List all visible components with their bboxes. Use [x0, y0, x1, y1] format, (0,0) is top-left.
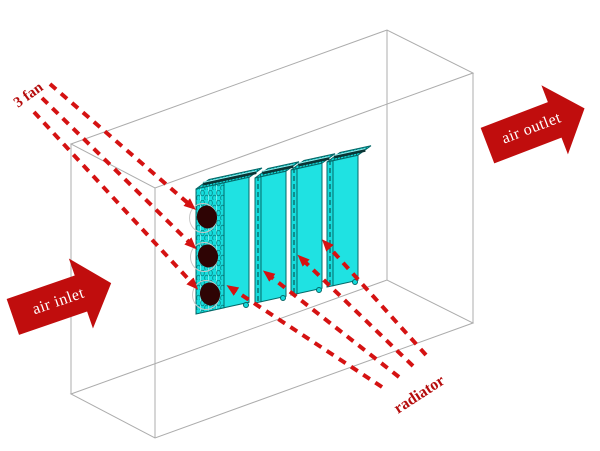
pointer-arrows [32, 82, 428, 389]
air-inlet-arrow: air inlet [6, 258, 112, 335]
slab-groove-highlight [298, 156, 330, 164]
slab-front-face [223, 176, 250, 309]
fan-1 [196, 205, 218, 229]
block-arrow-right-icon [480, 85, 585, 164]
box-bottom-face [69, 279, 475, 439]
slab-groove-highlight [334, 148, 366, 156]
air-outlet-arrow: air outlet [480, 85, 585, 164]
radiator-stack [189, 145, 372, 315]
slab-foot [352, 279, 358, 285]
radiator-label: radiator [391, 372, 448, 417]
slab-front-face [260, 170, 287, 303]
radiator-arrow-4 [321, 239, 428, 357]
box-top-face [69, 29, 475, 189]
slab-fin-edge [254, 176, 262, 304]
block-arrow-right-icon [6, 258, 112, 335]
fan-arrow-3 [32, 110, 199, 290]
slab-top-groove [261, 164, 294, 175]
slab-top-groove [297, 156, 330, 167]
slab-foot [243, 302, 249, 308]
radiator-arrow-3 [297, 254, 415, 368]
slab-groove-highlight [203, 170, 257, 183]
slab-groove-highlight [262, 164, 294, 172]
slab-foot [280, 295, 286, 301]
slab-fin-edge [290, 168, 298, 296]
fan-3 [199, 282, 221, 306]
radiator-arrow-2 [262, 270, 401, 379]
fan-arrow-2 [40, 96, 197, 250]
slab-top-groove [202, 170, 257, 186]
radiator-slab [254, 161, 300, 304]
slab-foot [316, 287, 322, 293]
fans [196, 205, 221, 306]
radiator-arrow-1 [226, 285, 384, 389]
slab-top-groove [333, 148, 366, 159]
slab-fin-edge [326, 160, 334, 288]
fan-arrow-1 [48, 82, 196, 210]
radiator-slab [326, 145, 372, 288]
radiator-slab-with-fans [189, 167, 263, 315]
enclosure-wireframe-box [69, 29, 475, 439]
slab-front-face [332, 154, 359, 287]
fan-2 [197, 244, 219, 268]
fans-label: 3 fan [11, 79, 47, 111]
